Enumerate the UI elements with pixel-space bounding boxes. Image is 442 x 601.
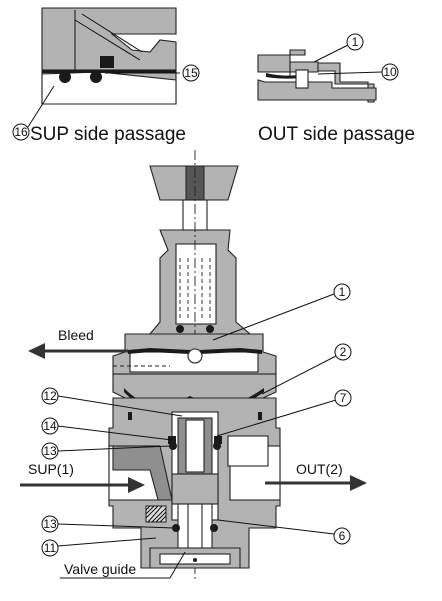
- valve-guide-callout: Valve guide: [60, 551, 186, 579]
- bleed-arrow: [28, 343, 128, 359]
- svg-text:2: 2: [340, 345, 347, 359]
- out-side-detail: [257, 44, 383, 103]
- callout-10: 10: [381, 63, 399, 81]
- callout-6: 6: [217, 519, 351, 545]
- out-port-label: OUT(2): [296, 461, 343, 477]
- valve-guide-label: Valve guide: [64, 561, 136, 577]
- callout-1-main: 1: [212, 283, 351, 341]
- svg-text:16: 16: [14, 125, 28, 139]
- svg-text:13: 13: [43, 444, 57, 458]
- callout-16: 16: [12, 123, 30, 141]
- sup-side-caption: SUP side passage: [30, 124, 186, 145]
- callout-11: 11: [41, 537, 157, 557]
- regulator-body: [108, 150, 281, 580]
- callout-12: 12: [41, 387, 183, 417]
- sup-port-label: SUP(1): [28, 461, 74, 477]
- svg-text:6: 6: [339, 529, 346, 543]
- callout-13-upper: 13: [41, 442, 171, 460]
- svg-text:7: 7: [340, 391, 347, 405]
- sup-arrow: [20, 477, 145, 493]
- bleed-label: Bleed: [58, 327, 94, 343]
- sup-side-detail: [27, 7, 180, 128]
- out-arrow: [265, 475, 367, 491]
- callout-1-detail: 1: [346, 33, 364, 51]
- svg-text:15: 15: [184, 66, 198, 80]
- callout-14: 14: [41, 417, 173, 441]
- svg-text:11: 11: [44, 541, 57, 555]
- callout-7: 7: [216, 389, 352, 437]
- svg-text:10: 10: [383, 65, 397, 79]
- callout-2: 2: [261, 343, 352, 395]
- svg-text:1: 1: [352, 35, 359, 49]
- callout-15: 15: [182, 64, 200, 82]
- callout-13-lower: 13: [41, 515, 175, 533]
- svg-text:13: 13: [43, 517, 57, 531]
- svg-text:1: 1: [339, 285, 346, 299]
- svg-text:14: 14: [43, 419, 57, 433]
- out-side-caption: OUT side passage: [258, 124, 415, 145]
- svg-text:12: 12: [43, 389, 57, 403]
